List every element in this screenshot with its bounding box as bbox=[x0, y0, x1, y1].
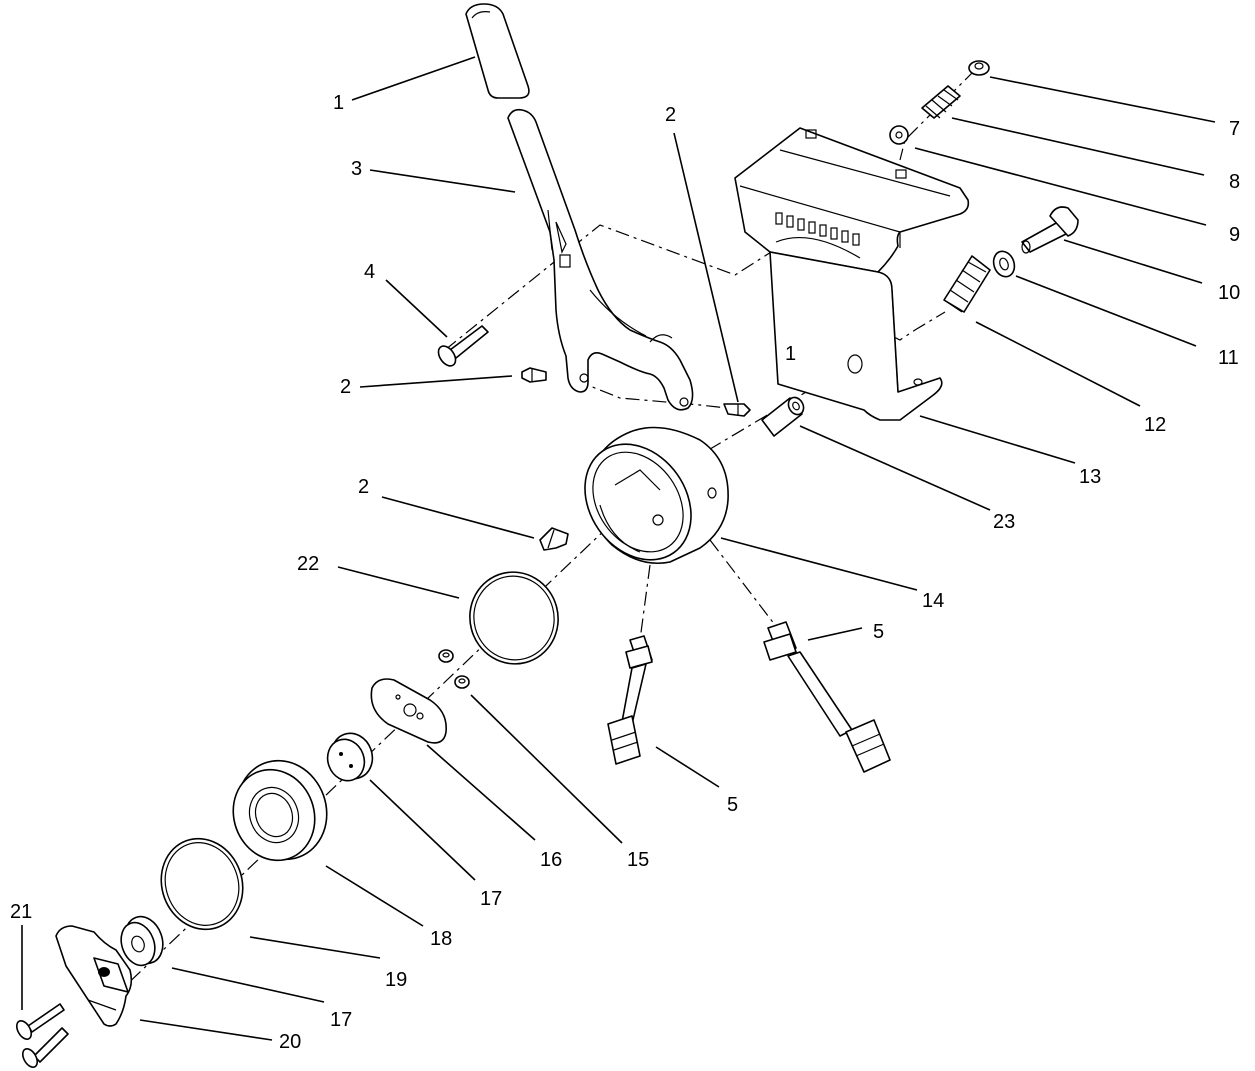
callout-7: 7 bbox=[1229, 118, 1240, 140]
callout-13: 13 bbox=[1079, 466, 1101, 488]
callout-19: 19 bbox=[385, 969, 407, 991]
callout-4: 4 bbox=[364, 261, 375, 283]
o-ring-22 bbox=[469, 571, 559, 665]
callout-22: 22 bbox=[297, 553, 319, 575]
nut-15b bbox=[454, 675, 470, 689]
callout-15: 15 bbox=[627, 849, 649, 871]
bracket-marking: 1 bbox=[785, 343, 796, 365]
washer-11 bbox=[992, 250, 1016, 278]
callout-12: 12 bbox=[1144, 414, 1166, 436]
callout-10: 10 bbox=[1218, 282, 1240, 304]
pin-21b bbox=[21, 1027, 69, 1068]
callout-5a: 5 bbox=[873, 621, 884, 643]
sensor-plate-20 bbox=[55, 925, 133, 1027]
retaining-ring-19 bbox=[160, 837, 244, 931]
sensor-5-right bbox=[763, 621, 891, 773]
callout-18: 18 bbox=[430, 928, 452, 950]
callout-2a: 2 bbox=[665, 104, 676, 126]
callout-23: 23 bbox=[993, 511, 1015, 533]
screw-c bbox=[539, 527, 569, 551]
bolt-10 bbox=[1021, 206, 1079, 254]
callout-17a: 17 bbox=[480, 888, 502, 910]
callout-9: 9 bbox=[1229, 224, 1240, 246]
screw-a bbox=[521, 367, 547, 383]
nut-7 bbox=[968, 60, 990, 76]
callout-21: 21 bbox=[10, 901, 32, 923]
lever-arm bbox=[507, 108, 694, 411]
handle-grip bbox=[465, 3, 530, 99]
callout-5b: 5 bbox=[727, 794, 738, 816]
washer-9 bbox=[889, 125, 909, 145]
spring-12 bbox=[943, 255, 991, 313]
callout-17b: 17 bbox=[330, 1009, 352, 1031]
mounting-bracket: 1 bbox=[734, 127, 970, 421]
callout-14: 14 bbox=[922, 590, 944, 612]
callout-20: 20 bbox=[279, 1031, 301, 1053]
callout-3: 3 bbox=[351, 158, 362, 180]
spring-8 bbox=[921, 85, 961, 119]
spacer-23 bbox=[761, 396, 805, 437]
screw-b bbox=[723, 403, 751, 417]
leader-lines bbox=[21, 56, 1216, 1041]
bushing-17b bbox=[120, 915, 164, 967]
pin-21a bbox=[15, 1003, 65, 1040]
bushing-17a bbox=[326, 732, 374, 782]
bracket-slots bbox=[775, 212, 860, 246]
bearing-18 bbox=[232, 759, 328, 862]
callout-2c: 2 bbox=[358, 476, 369, 498]
callout-8: 8 bbox=[1229, 171, 1240, 193]
clevis-pin bbox=[437, 325, 489, 367]
sensor-housing bbox=[584, 426, 729, 565]
callout-1: 1 bbox=[333, 92, 344, 114]
callout-11: 11 bbox=[1218, 347, 1239, 369]
sensor-5-left bbox=[607, 635, 653, 765]
cam-plate-16 bbox=[370, 678, 447, 744]
callout-2b: 2 bbox=[340, 376, 351, 398]
nut-15a bbox=[438, 649, 454, 663]
callout-labels: 1 2 2 2 3 4 5 5 7 8 9 10 11 12 13 14 15 … bbox=[10, 92, 1240, 1053]
callout-16: 16 bbox=[540, 849, 562, 871]
